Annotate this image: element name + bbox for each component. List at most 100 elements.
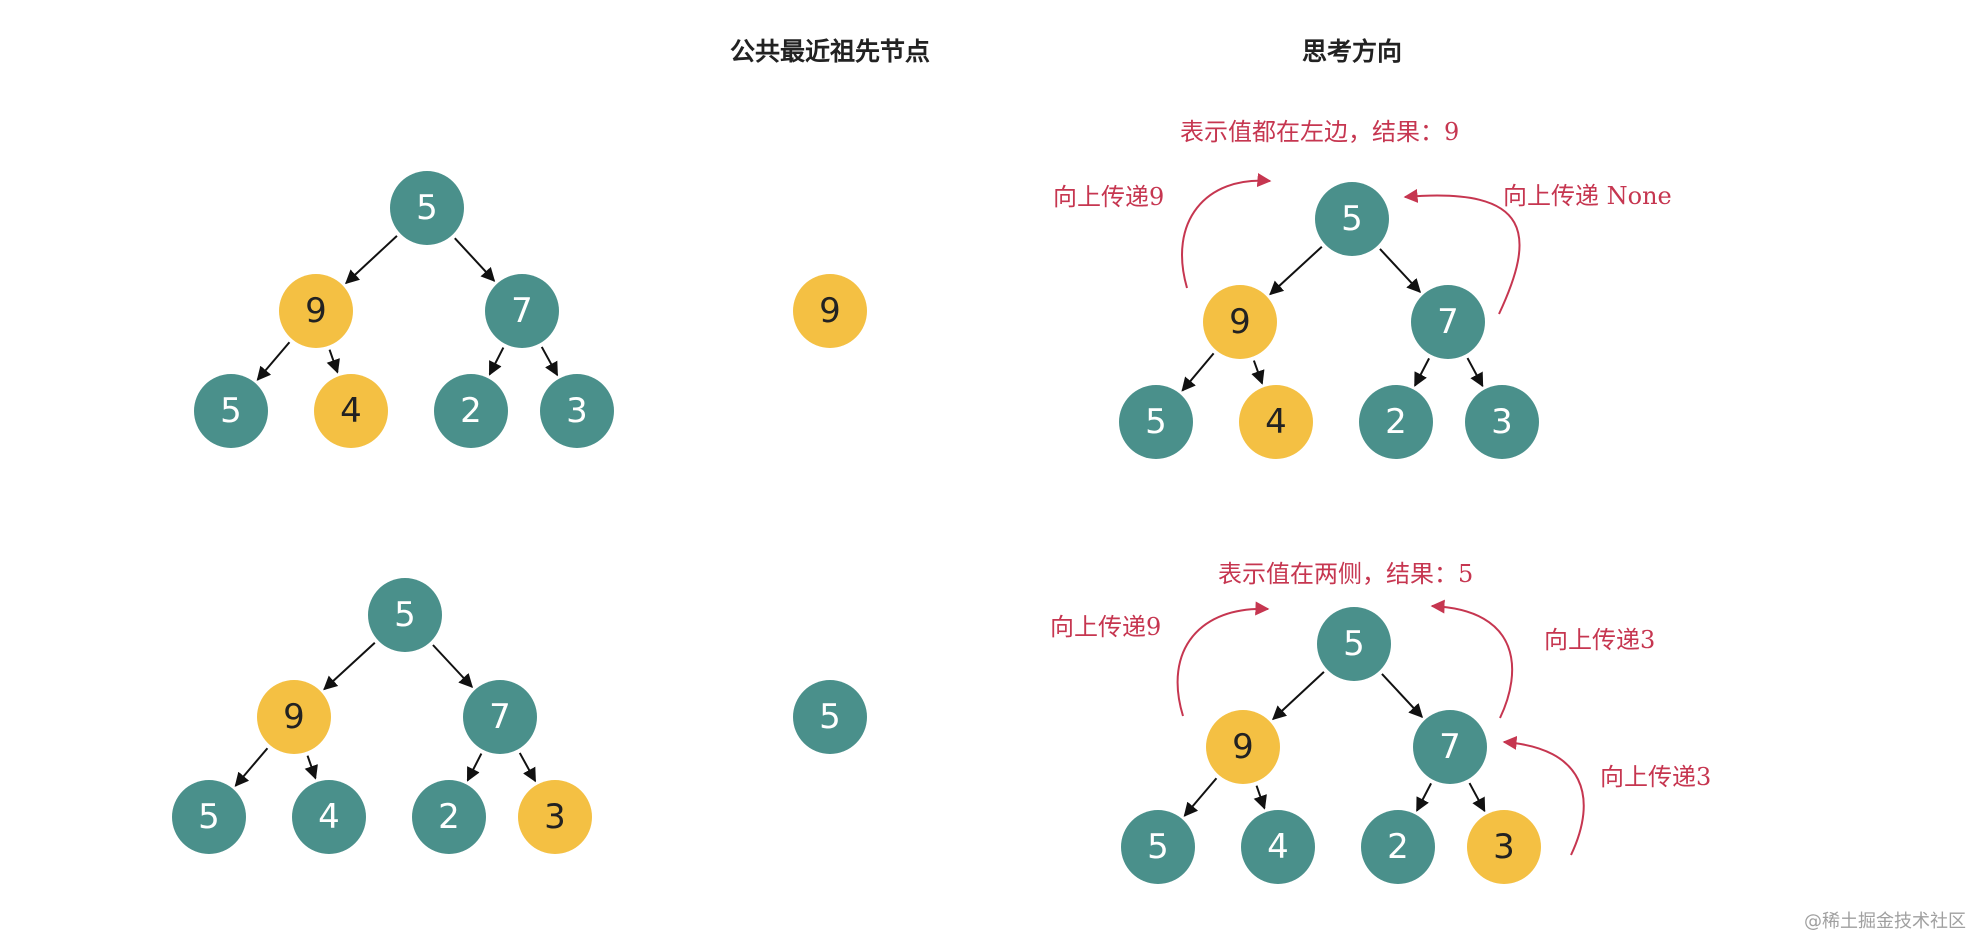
- tree-node-3-label: 5: [1145, 402, 1167, 442]
- answer-node-circle: [793, 274, 867, 348]
- tree-node-2-label: 7: [1437, 302, 1459, 342]
- tree-node-5-label: 2: [438, 797, 460, 837]
- edge-0-2: [454, 237, 496, 282]
- tree-node-0: 5: [390, 171, 464, 245]
- tree-node-2-circle: [463, 680, 537, 754]
- tree-node-1: 9: [1206, 710, 1280, 784]
- tree-node-1-circle: [279, 274, 353, 348]
- edge-2-5: [1414, 357, 1430, 387]
- tree-node-0-circle: [390, 171, 464, 245]
- tree-node-1-label: 9: [1232, 727, 1254, 767]
- edge-2-6: [540, 346, 559, 377]
- tree-node-4-label: 4: [318, 797, 340, 837]
- tree-node-4-label: 4: [1265, 402, 1287, 442]
- tree-node-5-label: 2: [460, 391, 482, 431]
- tree-node-3-label: 5: [220, 391, 242, 431]
- tree-node-5-circle: [434, 374, 508, 448]
- edge-1-3: [1181, 352, 1215, 392]
- tree-node-3-circle: [1121, 810, 1195, 884]
- edge-1-3: [256, 341, 291, 381]
- example-1-left-pass-label: 向上传递9: [1053, 183, 1164, 211]
- example-2-right-child-pass-label: 向上传递3: [1600, 763, 1711, 791]
- tree-node-5-circle: [1359, 385, 1433, 459]
- tree-node-2: 7: [463, 680, 537, 754]
- tree-node-1-label: 9: [305, 291, 327, 331]
- edge-2-5: [488, 347, 505, 376]
- answer-node-circle: [793, 680, 867, 754]
- tree-node-6-circle: [1465, 385, 1539, 459]
- tree-node-2: 7: [485, 274, 559, 348]
- tree-node-6-circle: [1467, 810, 1541, 884]
- edge-1-4: [1253, 785, 1267, 810]
- edge-0-1: [1269, 246, 1323, 296]
- tree-node-6-label: 3: [1493, 827, 1515, 867]
- tree-node-3-circle: [194, 374, 268, 448]
- tree-node-6: 3: [518, 780, 592, 854]
- tree-node-5-label: 2: [1385, 402, 1407, 442]
- answer-node-label: 9: [819, 291, 841, 331]
- edge-2-6: [1468, 782, 1486, 813]
- tree-node-4: 4: [1241, 810, 1315, 884]
- tree-node-2-circle: [1411, 285, 1485, 359]
- tree-node-6: 3: [1465, 385, 1539, 459]
- example-2-answer-node: 5: [793, 680, 867, 754]
- tree-node-1-circle: [257, 680, 331, 754]
- tree-node-6-label: 3: [544, 797, 566, 837]
- example-1-right-pass-label: 向上传递 None: [1503, 182, 1672, 210]
- edge-0-2: [1381, 673, 1424, 719]
- example-2-right-child-pass-arrow: [1502, 735, 1585, 856]
- answer-node: 5: [793, 680, 867, 754]
- edge-1-3: [1183, 777, 1218, 817]
- tree-node-4-circle: [292, 780, 366, 854]
- tree-node-3: 5: [172, 780, 246, 854]
- edge-2-5: [1416, 782, 1432, 812]
- tree-node-0-circle: [368, 578, 442, 652]
- tree-node-4-circle: [1241, 810, 1315, 884]
- tree-node-6-circle: [518, 780, 592, 854]
- example-2-result-label: 表示值在两侧，结果：5: [1218, 560, 1473, 588]
- edge-0-1: [345, 235, 398, 285]
- tree-node-5: 2: [412, 780, 486, 854]
- tree-node-1-label: 9: [1229, 302, 1251, 342]
- tree-node-1: 9: [279, 274, 353, 348]
- tree-node-1-label: 9: [283, 697, 305, 737]
- example-1-left-pass-arrow: [1181, 173, 1272, 289]
- tree-node-2-label: 7: [1439, 727, 1461, 767]
- edge-1-4: [326, 349, 340, 374]
- tree-node-0-circle: [1315, 182, 1389, 256]
- tree-node-4-label: 4: [340, 391, 362, 431]
- tree-node-4-circle: [314, 374, 388, 448]
- header-thinking: 思考方向: [1302, 37, 1402, 66]
- tree-node-0: 5: [1317, 607, 1391, 681]
- tree-node-3: 5: [194, 374, 268, 448]
- tree-node-5-circle: [412, 780, 486, 854]
- edge-0-1: [1272, 671, 1325, 721]
- edge-2-6: [518, 752, 537, 783]
- edge-1-4: [304, 755, 318, 780]
- tree-node-0-label: 5: [416, 188, 438, 228]
- tree-node-6-circle: [540, 374, 614, 448]
- answer-node: 9: [793, 274, 867, 348]
- tree-node-6-label: 3: [566, 391, 588, 431]
- edge-0-2: [432, 644, 474, 689]
- tree-node-3-circle: [1119, 385, 1193, 459]
- example-1-right-pass-arrow: [1403, 188, 1521, 315]
- tree-node-1-circle: [1203, 285, 1277, 359]
- watermark: @稀土掘金技术社区: [1804, 911, 1966, 932]
- tree-node-2: 7: [1413, 710, 1487, 784]
- tree-node-5: 2: [1361, 810, 1435, 884]
- tree-node-2-label: 7: [489, 697, 511, 737]
- example-1-result-label: 表示值都在左边，结果：9: [1180, 118, 1459, 146]
- edge-0-2: [1379, 248, 1422, 294]
- tree-node-3: 5: [1119, 385, 1193, 459]
- tree-node-4-circle: [1239, 385, 1313, 459]
- tree-node-1: 9: [1203, 285, 1277, 359]
- tree-node-6-label: 3: [1491, 402, 1513, 442]
- edge-2-6: [1466, 357, 1484, 388]
- example-1-answer-node: 9: [793, 274, 867, 348]
- example-2-left-pass-arrow: [1176, 601, 1270, 717]
- tree-node-6: 3: [540, 374, 614, 448]
- tree-node-3-label: 5: [1147, 827, 1169, 867]
- tree-node-4-label: 4: [1267, 827, 1289, 867]
